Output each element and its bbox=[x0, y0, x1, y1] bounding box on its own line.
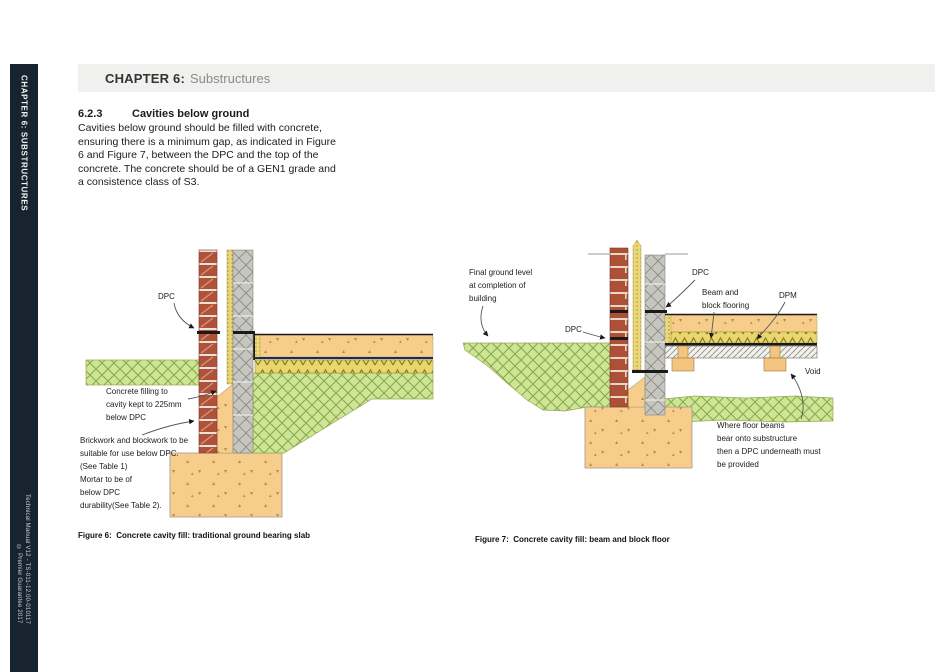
label-dpc-left: DPC bbox=[565, 325, 582, 334]
floor-insulation bbox=[670, 331, 818, 344]
section-body-text: Cavities below ground should be filled w… bbox=[78, 122, 336, 188]
underslab-insulation bbox=[254, 359, 434, 374]
figure-6-diagram: DPC Concrete filling to cavity kept to 2… bbox=[78, 237, 434, 527]
leader-lines bbox=[480, 279, 804, 420]
dpc-line-cavity-base bbox=[632, 370, 668, 373]
slab-edge-line bbox=[253, 332, 255, 360]
label-brickwork-note: Brickwork and blockwork to be suitable f… bbox=[80, 436, 189, 510]
foundation-concrete bbox=[584, 406, 693, 469]
external-ground bbox=[462, 342, 611, 412]
label-beam-block-flooring: Beam and block flooring bbox=[702, 288, 750, 310]
figure-7-caption: Figure 7: Concrete cavity fill: beam and… bbox=[475, 535, 670, 544]
block-inner-leaf bbox=[232, 249, 254, 454]
dpm-line bbox=[255, 357, 433, 360]
dpc-line-brick bbox=[197, 331, 220, 334]
sidebar-spine: CHAPTER 6: SUBSTRUCTURES Technical Manua… bbox=[10, 64, 38, 672]
spine-chapter-label: CHAPTER 6: SUBSTRUCTURES bbox=[19, 75, 29, 212]
cavity-concrete-fill bbox=[627, 376, 646, 408]
floor-edge-insulation bbox=[665, 315, 671, 344]
dpc-line-block bbox=[233, 331, 255, 334]
dpc-line-block bbox=[645, 310, 667, 313]
block-joints bbox=[233, 282, 253, 416]
spine-copyright: © Premier Guarantee 2017 bbox=[16, 545, 22, 624]
dpc-line-brick-upper bbox=[610, 310, 628, 313]
block-inner-leaf bbox=[644, 254, 666, 416]
figure-7-drawing bbox=[462, 240, 834, 469]
chapter-header-bar: CHAPTER 6: Substructures bbox=[78, 64, 935, 92]
spine-manual-ref: Technical Manual V12 - TS-011-12.00-0101… bbox=[24, 493, 30, 624]
label-dpc: DPC bbox=[158, 292, 175, 301]
leader-lines bbox=[141, 302, 217, 436]
cavity-concrete-fill bbox=[216, 383, 234, 454]
figure-6-drawing bbox=[85, 249, 434, 518]
cavity-insulation bbox=[632, 240, 642, 371]
slab-edge-insulation bbox=[255, 335, 260, 357]
dpc-line-brick-lower bbox=[610, 337, 628, 340]
external-ground bbox=[85, 359, 200, 386]
figure-6-caption: Figure 6: Concrete cavity fill: traditio… bbox=[78, 531, 311, 540]
label-floor-beams-note: Where floor beams bear onto substructure… bbox=[717, 421, 821, 469]
label-concrete-filling: Concrete filling to cavity kept to 225mm… bbox=[106, 387, 182, 422]
header-title: Substructures bbox=[190, 70, 271, 86]
floor-screed bbox=[670, 314, 818, 333]
foundation-concrete bbox=[169, 452, 283, 518]
cavity-insulation bbox=[226, 249, 234, 385]
section-heading: 6.2.3 Cavities below ground bbox=[78, 108, 249, 120]
brick-outer-leaf bbox=[198, 249, 218, 454]
internal-ground bbox=[252, 372, 434, 454]
section-title: Cavities below ground bbox=[132, 108, 250, 120]
header-chapter-label: CHAPTER 6: bbox=[105, 70, 186, 86]
label-void: Void bbox=[805, 367, 821, 376]
dpm-line bbox=[665, 343, 817, 346]
label-final-ground-level: Final ground level at completion of buil… bbox=[469, 268, 533, 303]
section-number: 6.2.3 bbox=[78, 108, 103, 120]
label-dpm: DPM bbox=[779, 291, 797, 300]
figure-7-diagram: Final ground level at completion of buil… bbox=[455, 240, 835, 475]
floor-beams bbox=[671, 345, 787, 372]
brick-outer-leaf bbox=[609, 247, 629, 408]
label-dpc-top: DPC bbox=[692, 268, 709, 277]
ground-bearing-slab bbox=[259, 334, 434, 358]
